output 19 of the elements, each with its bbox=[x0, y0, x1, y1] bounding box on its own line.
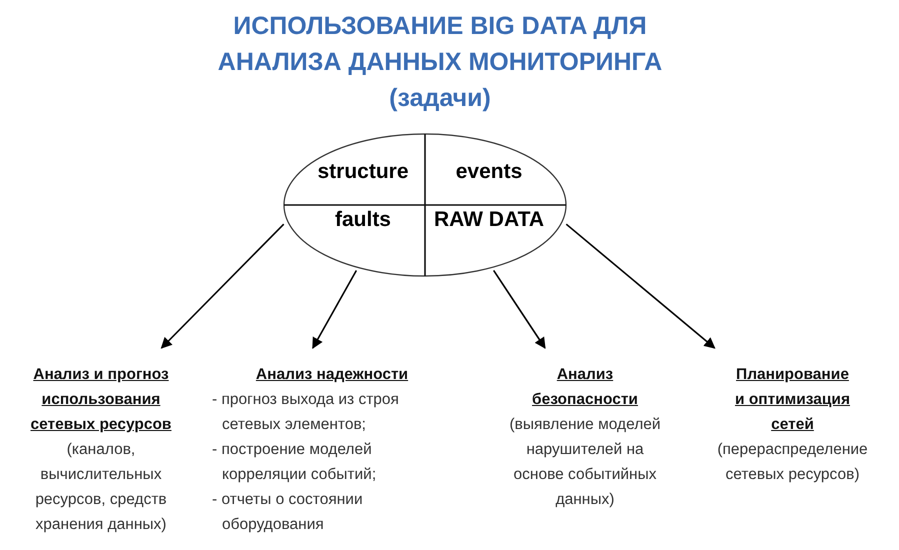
quadrant-label: structure bbox=[316, 159, 410, 184]
arrow bbox=[493, 270, 546, 349]
heading: Планирование и оптимизация сетей bbox=[734, 365, 851, 435]
arrow bbox=[312, 270, 358, 349]
description: (перераспределение сетевых ресурсов) bbox=[716, 440, 869, 485]
arrow bbox=[566, 224, 716, 349]
heading: Анализ и прогноз использования сетевых ресурсов bbox=[30, 365, 172, 435]
description: (выявление моделей нарушителей на основе событийных данных) bbox=[508, 415, 662, 510]
list-item: - построение моделей корреляции событий; bbox=[212, 440, 378, 485]
list-item: - прогноз выхода из строя сетевых элементов; bbox=[212, 390, 400, 435]
quadrant-label: RAW DATA bbox=[432, 207, 546, 232]
quadrant-label: events bbox=[454, 159, 524, 184]
heading: Анализ надежности bbox=[254, 365, 410, 385]
arrow bbox=[160, 224, 284, 349]
title: ИСПОЛЬЗОВАНИЕ BIG DATA ДЛЯ АНАЛИЗА ДАННЫХ МОНИТОРИНГА (задачи) bbox=[216, 11, 664, 114]
list-item: - отчеты о состоянии оборудования bbox=[212, 490, 364, 535]
description: (каналов, вычислительных ресурсов, средств хранения данных) bbox=[34, 440, 168, 535]
quadrant-label: faults bbox=[334, 207, 392, 232]
heading: Анализ безопасности bbox=[531, 365, 639, 410]
